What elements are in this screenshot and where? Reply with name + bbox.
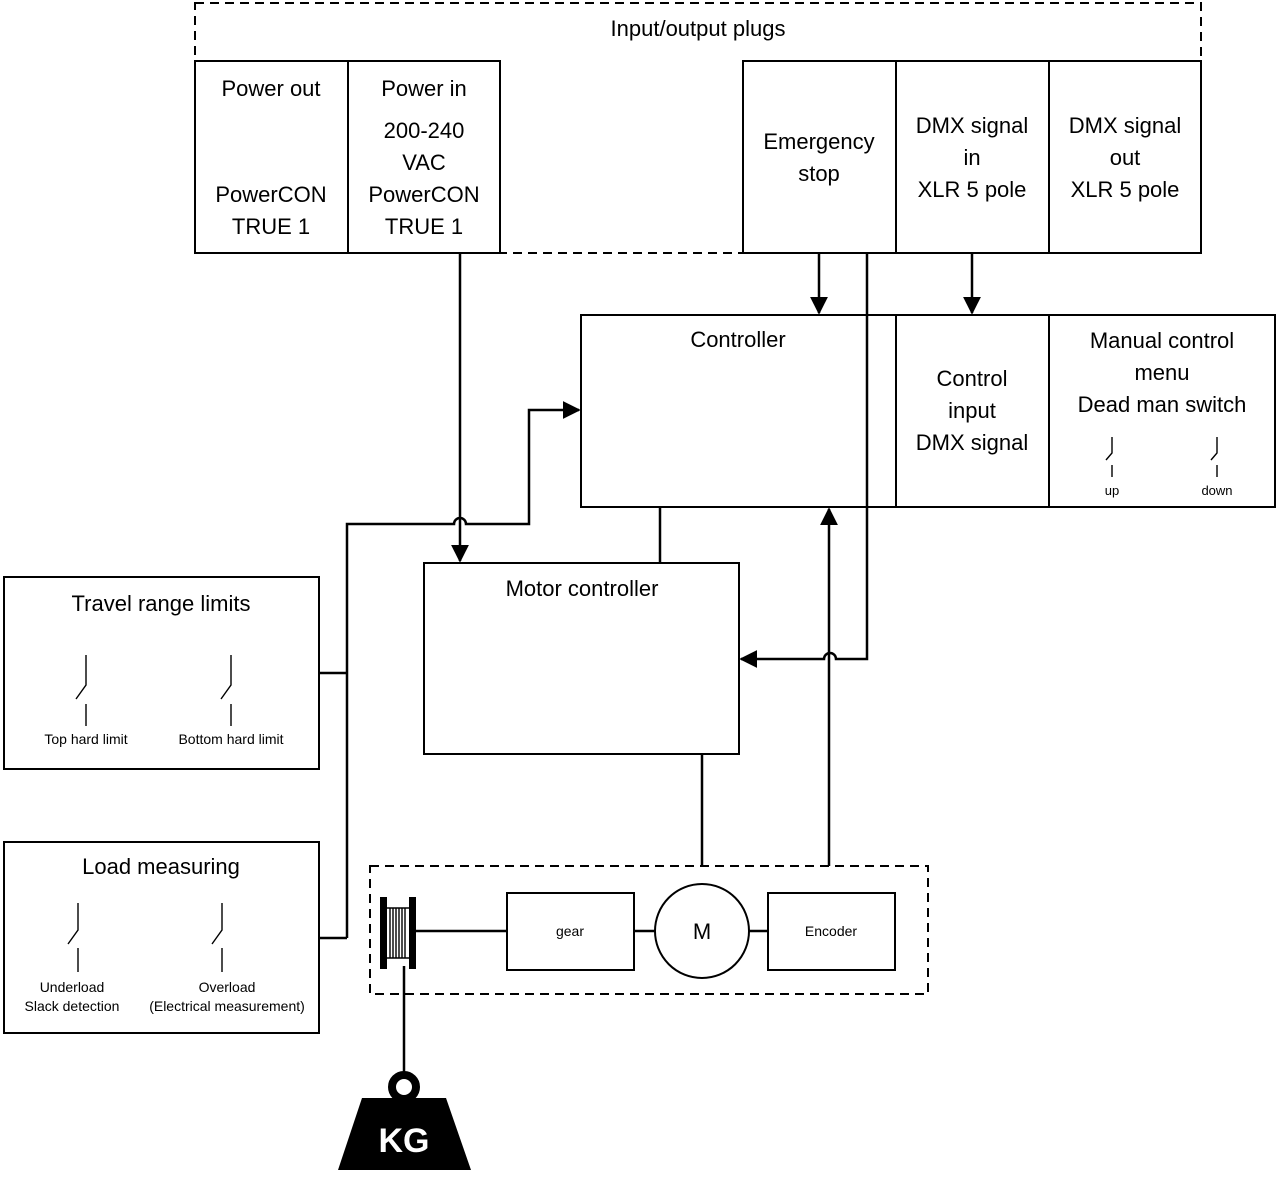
manual-control-box [1048, 314, 1276, 508]
down-switch-label: down [1201, 483, 1232, 498]
travel-limits-title: Travel range limits [72, 591, 251, 616]
power-in-line3: PowerCON [368, 182, 479, 207]
manual-control-line3: Dead man switch [1078, 392, 1247, 417]
weight-icon [338, 1071, 471, 1170]
dmx-in-line2: in [963, 145, 980, 170]
dmx-out-line2: out [1110, 145, 1141, 170]
top-limit-label: Top hard limit [44, 731, 127, 747]
dmx-out-line1: DMX signal [1069, 113, 1181, 138]
control-input-line3: DMX signal [916, 430, 1028, 455]
control-input-box [895, 314, 1050, 508]
overload-label-2: (Electrical measurement) [149, 998, 305, 1014]
control-input-line2: input [948, 398, 996, 423]
down-switch-icon [1210, 437, 1218, 477]
gear-label: gear [556, 923, 584, 939]
bottom-limit-label: Bottom hard limit [178, 731, 283, 747]
weight-group: KG [338, 966, 471, 1170]
power-in-line1: 200-240 [384, 118, 465, 143]
drive-assembly-group: gear M Encoder [369, 865, 929, 995]
drive-assembly-frame [369, 865, 929, 995]
power-in-box [347, 60, 501, 254]
load-measuring-title: Load measuring [82, 854, 240, 879]
power-out-label: Power out [221, 76, 320, 101]
motor-controller-group: Motor controller [423, 562, 740, 755]
manual-control-line2: menu [1134, 360, 1189, 385]
controller-title: Controller [690, 327, 785, 352]
io-plugs-group: Input/output plugs Power out PowerCON TR… [194, 2, 1202, 254]
controller-box [580, 314, 897, 508]
emergency-stop-line2: stop [798, 161, 840, 186]
up-switch-icon [1105, 437, 1113, 477]
emergency-stop-box [742, 60, 897, 254]
power-in-line4: TRUE 1 [385, 214, 463, 239]
dmx-in-line3: XLR 5 pole [918, 177, 1027, 202]
gear-box [506, 892, 635, 971]
top-limit-switch-icon [75, 655, 87, 726]
load-measuring-box [3, 841, 320, 1034]
bottom-limit-switch-icon [220, 655, 232, 726]
power-out-line1: PowerCON [215, 182, 326, 207]
manual-control-line1: Manual control [1090, 328, 1234, 353]
dmx-out-box [1048, 60, 1202, 254]
overload-switch-icon [211, 903, 223, 972]
power-out-line2: TRUE 1 [232, 214, 310, 239]
travel-limits-group: Travel range limits Top hard limit Botto… [3, 576, 320, 770]
underload-label-1: Underload [40, 979, 105, 995]
weight-label: KG [379, 1122, 430, 1160]
motor-label: M [693, 919, 711, 944]
encoder-label: Encoder [805, 923, 857, 939]
controller-group: Controller Control input DMX signal Manu… [580, 314, 1276, 508]
power-in-line2: VAC [402, 150, 446, 175]
motor-controller-title: Motor controller [506, 576, 659, 601]
underload-label-2: Slack detection [25, 998, 120, 1014]
connections [319, 253, 981, 940]
up-switch-label: up [1105, 483, 1119, 498]
limits-to-controller-arrow [345, 401, 581, 938]
motor-controller-box [423, 562, 740, 755]
dmx-in-line1: DMX signal [916, 113, 1028, 138]
dmx-out-line3: XLR 5 pole [1071, 177, 1180, 202]
load-measuring-group: Load measuring Underload Slack detection… [3, 841, 320, 1034]
estop-to-motor-controller-arrow [739, 253, 869, 668]
overload-label-1: Overload [199, 979, 256, 995]
underload-switch-icon [67, 903, 79, 972]
power-out-box [194, 60, 349, 254]
io-plugs-title: Input/output plugs [611, 16, 786, 41]
emergency-stop-line1: Emergency [763, 129, 874, 154]
control-input-line1: Control [937, 366, 1008, 391]
encoder-box [767, 892, 896, 971]
cable-drum-icon [380, 897, 416, 969]
travel-limits-box [3, 576, 320, 770]
power-in-label: Power in [381, 76, 467, 101]
